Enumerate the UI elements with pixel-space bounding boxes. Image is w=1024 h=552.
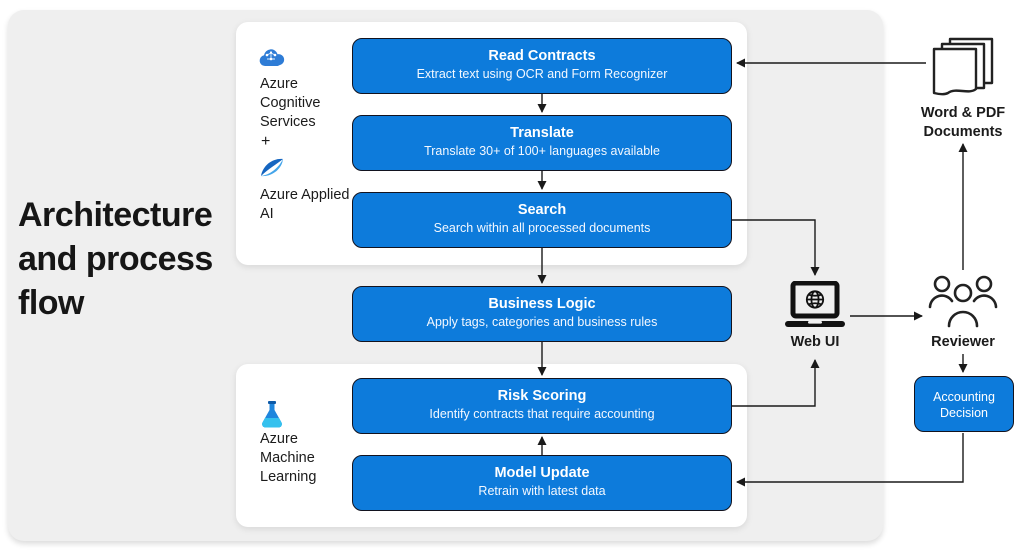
flow-box-read-contracts: Read Contracts Extract text using OCR an… <box>352 38 732 94</box>
flow-box-risk-scoring: Risk Scoring Identify contracts that req… <box>352 378 732 434</box>
web-ui-label: Web UI <box>790 334 840 350</box>
flow-box-translate: Translate Translate 30+ of 100+ language… <box>352 115 732 171</box>
accounting-decision-box: Accounting Decision <box>914 376 1014 432</box>
laptop-globe-icon <box>785 281 845 327</box>
box-subtitle: Retrain with latest data <box>478 484 606 498</box>
flow-box-model-update: Model Update Retrain with latest data <box>352 455 732 511</box>
cognitive-services-label: Azure Cognitive Services <box>260 76 321 130</box>
flow-box-business-logic: Business Logic Apply tags, categories an… <box>352 286 732 342</box>
applied-ai-label: Azure Applied AI <box>260 187 350 222</box>
box-subtitle: Translate 30+ of 100+ languages availabl… <box>424 144 660 158</box>
cognitive-services-cloud-icon <box>259 49 285 66</box>
box-subtitle: Identify contracts that require accounti… <box>429 407 655 421</box>
box-title: Risk Scoring <box>497 388 587 404</box>
flow-box-search: Search Search within all processed docum… <box>352 192 732 248</box>
ml-flask-icon <box>262 401 282 428</box>
box-title: Search <box>517 202 567 218</box>
document-stack-icon <box>932 37 994 96</box>
page-title: Architecture and process flow <box>18 196 213 322</box>
box-title: Read Contracts <box>488 48 596 64</box>
applied-ai-swoosh-icon <box>261 158 283 177</box>
box-title: Model Update <box>494 465 590 481</box>
documents-label: Word & PDF Documents <box>920 105 1006 140</box>
box-title: Business Logic <box>488 296 596 312</box>
box-title: Translate <box>510 125 574 141</box>
reviewer-label: Reviewer <box>931 334 995 350</box>
machine-learning-label: Azure Machine Learning <box>260 431 317 485</box>
box-subtitle: Extract text using OCR and Form Recogniz… <box>416 67 668 81</box>
box-subtitle: Apply tags, categories and business rule… <box>426 315 658 329</box>
plus-sign: + <box>261 133 271 150</box>
box-subtitle: Search within all processed documents <box>433 221 651 235</box>
people-group-icon <box>928 275 998 328</box>
